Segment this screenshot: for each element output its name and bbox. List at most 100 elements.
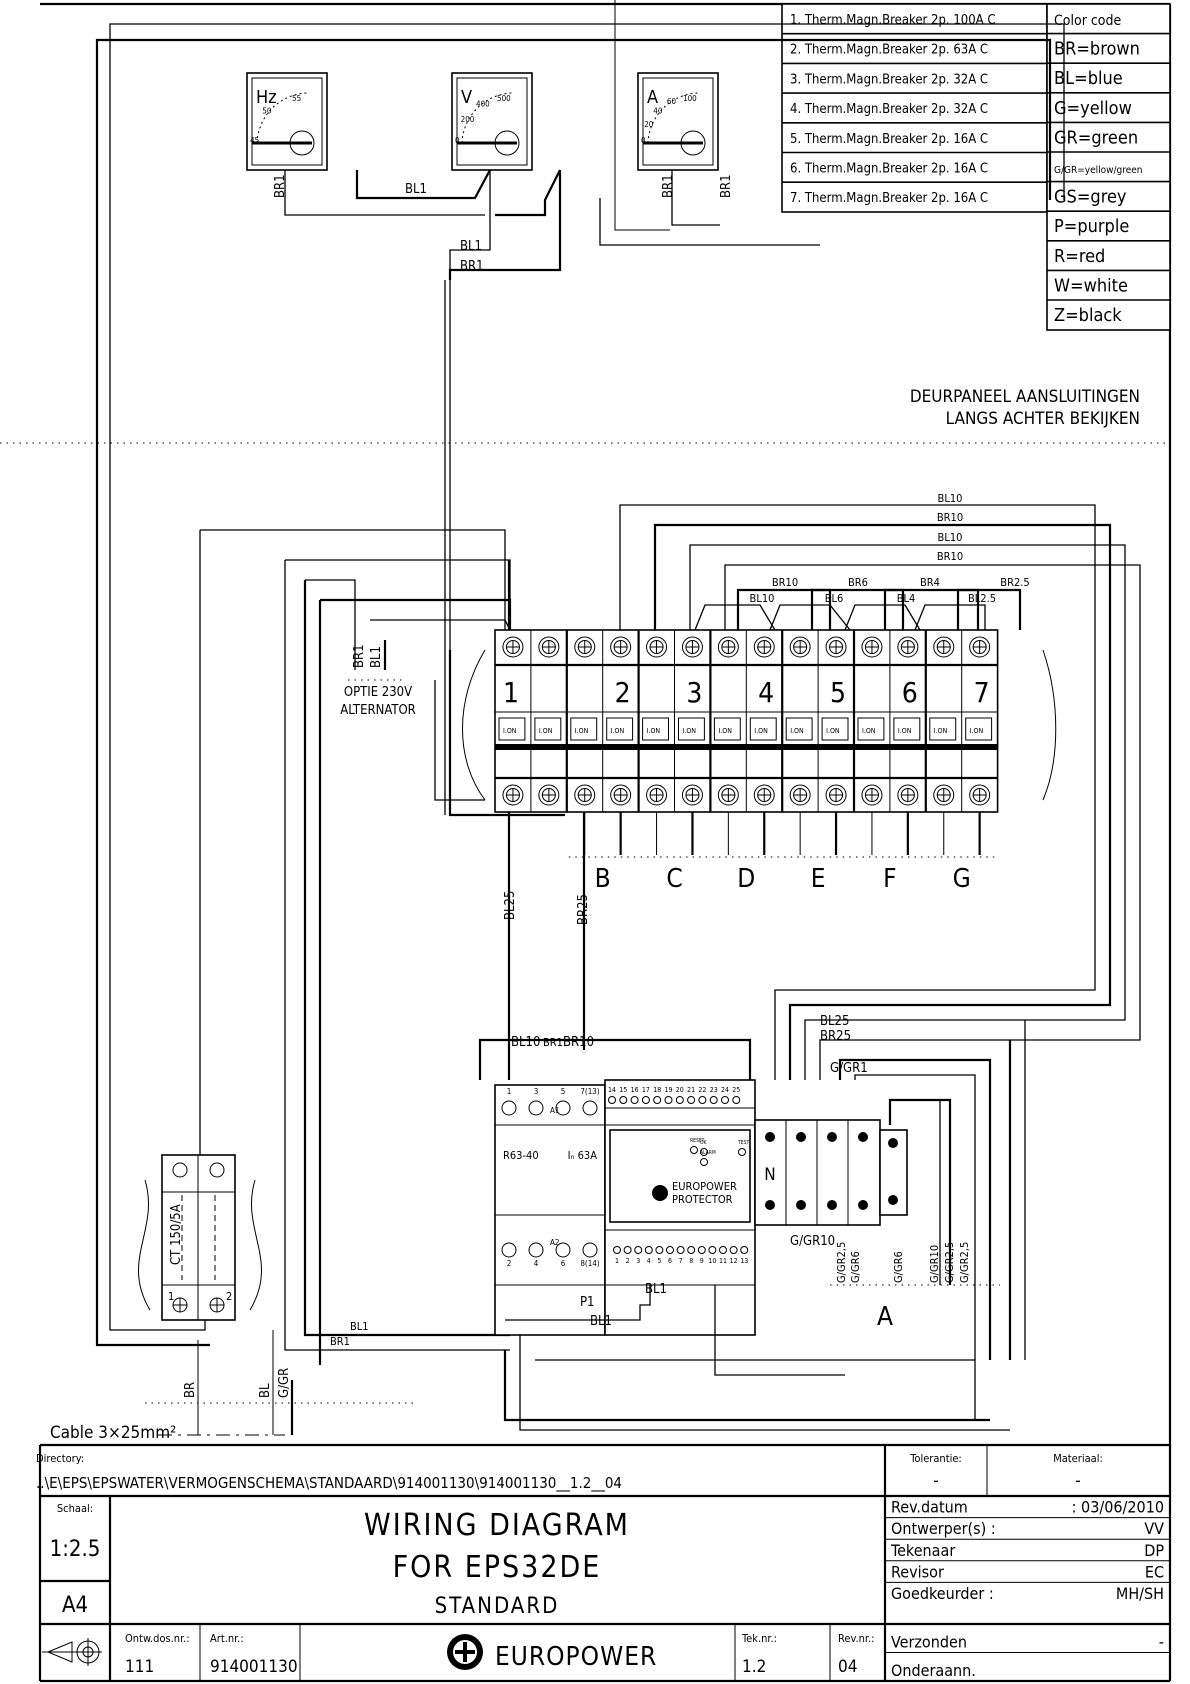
title-block-row-value: - (1159, 1633, 1164, 1652)
protector-terminal (732, 1096, 741, 1104)
screw-terminal-icon (825, 636, 847, 658)
protector-terminal (653, 1096, 662, 1104)
contactor-terminal (582, 1100, 598, 1116)
protector-terminal (613, 1246, 621, 1254)
wire-label-br10-b: BR10 (937, 550, 963, 563)
tolerance-label: Tolerantie: (909, 1452, 962, 1465)
wire-label-bl1-protector: BL1 (590, 1314, 612, 1329)
color-code-item: BL=blue (1054, 68, 1123, 89)
title-block-row-label: Tekenaar (890, 1541, 955, 1560)
breaker-switch[interactable] (893, 717, 921, 741)
ontw-value: 111 (125, 1657, 154, 1677)
protector-top-terminal-label: 23 (710, 1086, 718, 1094)
wire-label-br10-contactor: BR10 (563, 1035, 594, 1050)
protector-terminal (687, 1246, 696, 1254)
protector-button-test[interactable] (738, 1148, 746, 1156)
protector-bottom-terminal-label: 7 (679, 1257, 683, 1265)
screw-terminal-icon (646, 636, 668, 658)
title-line-1: WIRING DIAGRAM (364, 1508, 630, 1543)
title-block (40, 1443, 1170, 1681)
color-code-item: GS=grey (1054, 187, 1127, 208)
screw-terminal-icon (610, 636, 632, 658)
terminal-screw-icon (858, 1132, 868, 1142)
screw-terminal-icon (969, 636, 991, 658)
protector-bottom-terminal-label: 12 (730, 1257, 738, 1265)
protector-terminal (623, 1246, 632, 1254)
breaker-switch[interactable] (606, 717, 634, 741)
parts-list-item: 2. Therm.Magn.Breaker 2p. 63A C (790, 43, 988, 58)
protector-terminal (655, 1246, 664, 1254)
protector-button-ok[interactable] (700, 1148, 708, 1156)
breaker-switch-label: I.ON (934, 727, 948, 735)
screw-terminal-icon (681, 784, 703, 806)
contactor-coil-a1: A1 (550, 1106, 560, 1115)
screw-terminal-icon (717, 784, 739, 806)
option-label-line2: ALTERNATOR (340, 703, 416, 718)
wire-label-bl10-contactor: BL10 (511, 1035, 540, 1050)
color-code-item: BR=brown (1054, 39, 1140, 60)
screw-terminal-icon (897, 784, 919, 806)
screw-terminal-icon (538, 636, 560, 658)
ontw-label: Ontw.dos.nr.: (125, 1632, 190, 1645)
cable-label-bl: BL (258, 1383, 273, 1398)
breaker-number: 6 (902, 676, 918, 709)
protector-terminal (676, 1246, 685, 1254)
paper-size: A4 (62, 1593, 88, 1618)
breaker-switch[interactable] (498, 717, 526, 741)
protector-button-label: RESET (690, 1138, 705, 1144)
contactor-top-terminal-label: 3 (534, 1087, 539, 1096)
breaker-switch[interactable] (857, 717, 885, 741)
breaker-switch[interactable] (642, 717, 669, 741)
terminal-group-label-a: A (877, 1302, 893, 1332)
breaker-switch[interactable] (821, 717, 849, 741)
breaker-switch[interactable] (570, 717, 598, 741)
wire-label-br25s-jump: BR2.5 (1000, 576, 1029, 589)
color-code-header: Color code (1054, 13, 1122, 29)
breaker-switch[interactable] (534, 717, 562, 741)
screw-terminal-icon (610, 784, 632, 806)
option-label-line1: OPTIE 230V (344, 685, 412, 700)
europower-logo-icon (652, 1185, 668, 1201)
screw-terminal-icon (502, 636, 524, 658)
breaker-number: 7 (974, 676, 990, 709)
meter-scale-label: 100 (683, 94, 697, 103)
protector-terminal (740, 1246, 749, 1254)
protector-button-reset[interactable] (690, 1146, 698, 1154)
breaker-switch[interactable] (678, 717, 705, 741)
breaker-switch[interactable] (713, 717, 741, 741)
protector-bottom-terminal-label: 13 (740, 1257, 748, 1265)
color-code-item: W=white (1054, 275, 1128, 296)
protector-product: PROTECTOR (672, 1193, 733, 1206)
screw-terminal-icon (646, 784, 668, 806)
protector-terminal (666, 1246, 674, 1254)
protector-terminal (619, 1096, 628, 1104)
breaker-switch-label: I.ON (575, 727, 589, 735)
wire-label-ggr10: G/GR10 (790, 1234, 835, 1249)
breaker-switch[interactable] (749, 717, 777, 741)
protector-terminal (675, 1096, 684, 1104)
tek-value: 1.2 (742, 1657, 766, 1677)
protector-bottom-terminal-label: 1 (615, 1257, 619, 1265)
wire-label-bl6-jump: BL6 (825, 592, 844, 605)
title-line-2: FOR EPS32DE (393, 1550, 602, 1585)
breaker-switch[interactable] (785, 717, 813, 741)
lower-wiring (503, 1285, 1010, 1431)
protector-top-terminal-label: 15 (619, 1086, 627, 1094)
breaker-switch[interactable] (965, 717, 993, 741)
supply-cable (145, 1330, 415, 1436)
breaker-switch-label: I.ON (790, 727, 804, 735)
wire-label-br1-option: BR1 (352, 644, 367, 668)
company-name: EUROPOWER (495, 1642, 657, 1672)
protector-terminal (664, 1096, 673, 1104)
wire-label-ggr25-c: G/GR2,5 (958, 1242, 971, 1283)
wire-label-br10-a: BR10 (937, 511, 963, 524)
breaker-switch[interactable] (929, 717, 957, 741)
screw-terminal-icon (861, 636, 883, 658)
protector-button-label: ALARM (700, 1150, 716, 1156)
screw-terminal-icon (897, 636, 919, 658)
protector-button-alarm[interactable] (700, 1158, 708, 1166)
wire-label-ggr25-a: G/GR2,5 (835, 1242, 848, 1283)
terminal-screw-icon (888, 1195, 898, 1205)
